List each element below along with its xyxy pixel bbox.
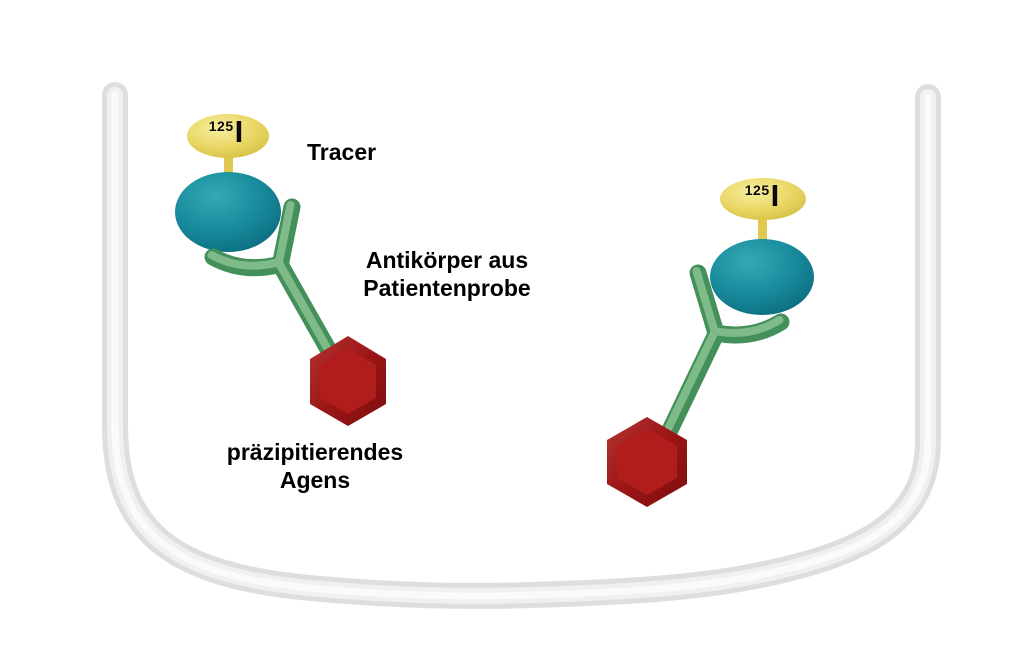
isotope-mass: 125 [744,182,770,198]
isotope-stick [758,212,767,250]
agent-label-line1: präzipitierendes [226,439,404,465]
vessel-outline [102,82,941,609]
antibody-label: Antikörper aus Patientenprobe [337,247,557,302]
isotope-mass: 125 [208,118,234,134]
isotope-ellipse [720,178,806,220]
agent-hexagon [607,417,687,507]
isotope-stick [224,148,233,184]
antibody-y-icon [661,264,790,439]
agent-label: präzipitierendes Agens [210,439,420,494]
isotope-ellipse [187,114,269,158]
antibody-y-icon [204,198,341,365]
isotope-symbol: I [234,114,244,149]
antigen-ellipse [710,239,814,315]
isotope-symbol: I [770,178,780,213]
agent-label-line2: Agens [279,466,351,493]
antibody-label-line2: Patientenprobe [363,274,531,301]
isotope-label-right: 125 I [722,178,802,213]
complex-right [607,178,814,507]
isotope-label-left: 125 I [186,114,266,149]
complex-left [175,114,386,426]
agent-hexagon [310,336,386,426]
antibody-label-line1: Antikörper aus [365,247,529,273]
antigen-ellipse [175,172,281,252]
tracer-label: Tracer [307,139,377,165]
